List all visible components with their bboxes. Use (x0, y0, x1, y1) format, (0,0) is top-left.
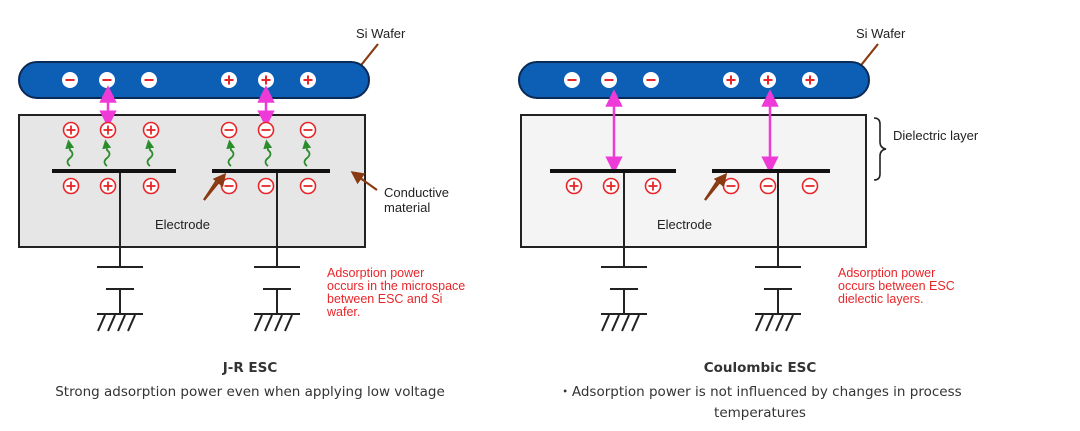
positive-charge (62, 177, 80, 195)
dielectric-label: Dielectric layer (893, 128, 979, 143)
note-line: Adsorption power (327, 266, 424, 280)
si-wafer-label: Si Wafer (356, 26, 406, 41)
material-pointer-arrow (350, 171, 378, 191)
si-wafer (518, 61, 870, 99)
positive-charge (565, 177, 583, 195)
jr-esc-description: Strong adsorption power even when applyi… (55, 384, 445, 400)
ground-symbol (253, 266, 301, 332)
wafer-positive-charge (801, 71, 819, 89)
note-line: between ESC and Si (327, 292, 442, 306)
note-line: Adsorption power (838, 266, 935, 280)
ground-symbol (754, 266, 802, 332)
positive-charge (602, 177, 620, 195)
conductive-label-line1: Conductive (384, 185, 449, 200)
positive-charge (99, 177, 117, 195)
negative-charge (257, 121, 275, 139)
conductive-label-line2: material (384, 200, 430, 215)
wafer-negative-charge (600, 71, 618, 89)
negative-charge (722, 177, 740, 195)
coulombic-esc-diagram: Si Wafer Dielectric layer Electrode Adso… (518, 26, 979, 332)
wafer-negative-charge (563, 71, 581, 89)
electrode-label: Electrode (657, 217, 712, 232)
jr-esc-title: J-R ESC (222, 360, 278, 376)
positive-charge (142, 121, 160, 139)
ground-symbol (600, 266, 648, 332)
wafer-positive-charge (220, 71, 238, 89)
electrode-pointer-arrow (704, 172, 728, 201)
negative-charge (220, 121, 238, 139)
wafer-negative-charge (140, 71, 158, 89)
wafer-positive-charge (759, 71, 777, 89)
si-wafer-label: Si Wafer (856, 26, 906, 41)
negative-charge (299, 177, 317, 195)
note-line: occurs between ESC (838, 279, 955, 293)
positive-charge (62, 121, 80, 139)
positive-charge (99, 121, 117, 139)
wafer-positive-charge (722, 71, 740, 89)
note-line: wafer. (326, 305, 360, 319)
wafer-negative-charge (98, 71, 116, 89)
negative-charge (759, 177, 777, 195)
coulombic-esc-title: Coulombic ESC (703, 360, 817, 376)
coulombic-esc-description-line1: ・Adsorption power is not influenced by c… (558, 384, 962, 400)
negative-charge (801, 177, 819, 195)
negative-charge (257, 177, 275, 195)
coulombic-esc-caption: Coulombic ESC ・Adsorption power is not i… (510, 360, 1010, 424)
dielectric-brace (873, 117, 887, 181)
wafer-negative-charge (61, 71, 79, 89)
ground-symbol (96, 266, 144, 332)
positive-charge (644, 177, 662, 195)
charge-migration-waves (65, 139, 312, 167)
electrode-pointer-arrow (203, 172, 227, 201)
negative-charge (220, 177, 238, 195)
coulombic-esc-description-line2: temperatures (714, 405, 806, 421)
negative-charge (299, 121, 317, 139)
wafer-positive-charge (299, 71, 317, 89)
positive-charge (142, 177, 160, 195)
wafer-positive-charge (257, 71, 275, 89)
jr-esc-diagram: Si Wafer (18, 26, 465, 332)
electrode-label: Electrode (155, 217, 210, 232)
note-line: dielectic layers. (838, 292, 923, 306)
wafer-negative-charge (642, 71, 660, 89)
jr-esc-caption: J-R ESC Strong adsorption power even whe… (0, 360, 500, 403)
note-line: occurs in the microspace (327, 279, 465, 293)
